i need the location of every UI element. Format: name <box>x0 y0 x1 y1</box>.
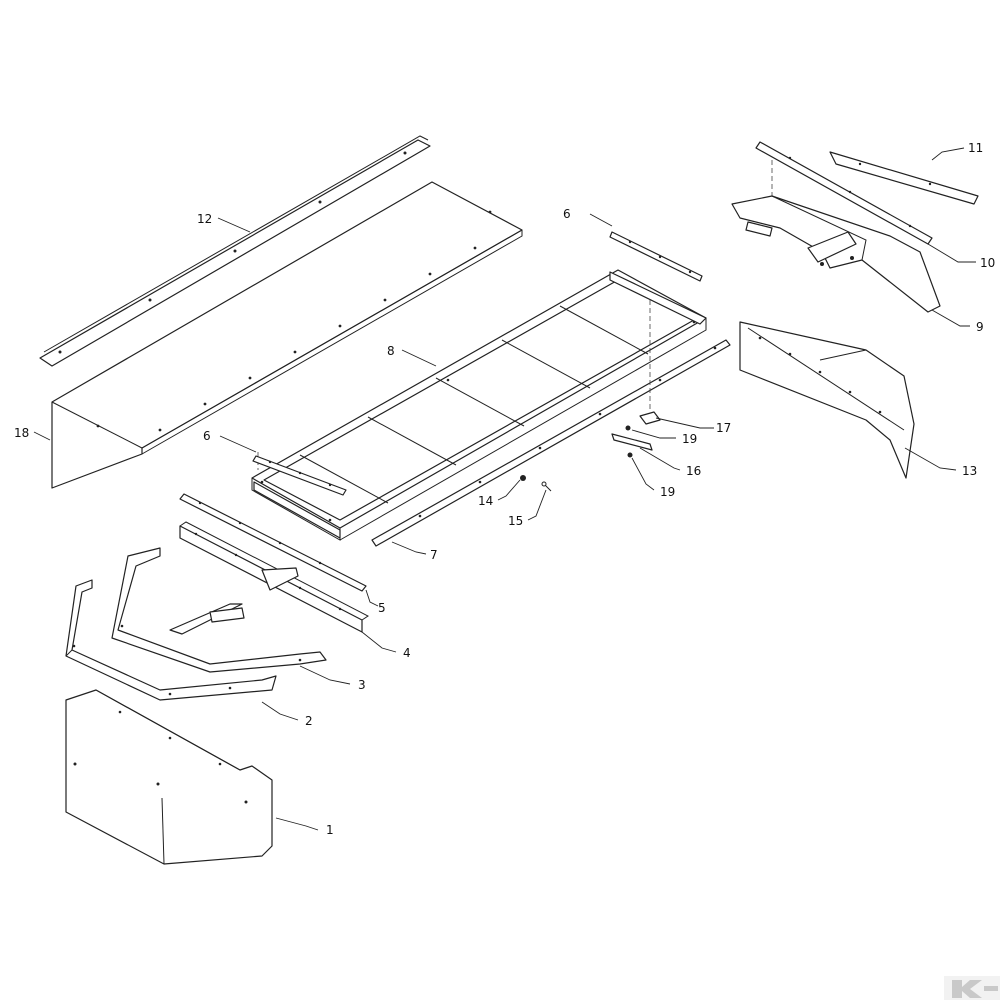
part-14-nut <box>520 475 526 481</box>
callout-18: 18 <box>14 426 29 440</box>
part-8-ladder-frame <box>251 269 707 541</box>
part-3-support-arm <box>111 547 327 673</box>
callout-19-lower: 19 <box>660 485 675 499</box>
part-5-strip <box>179 493 367 592</box>
callout-1: 1 <box>326 823 334 837</box>
part-15-bolt <box>541 481 552 492</box>
part-12-top-rail <box>39 135 431 367</box>
callout-10: 10 <box>980 256 995 270</box>
callout-14: 14 <box>478 494 493 508</box>
callout-7: 7 <box>430 548 438 562</box>
brand-logo <box>944 976 1000 1000</box>
part-6-upper-strip <box>609 231 703 282</box>
part-13-side-panel <box>739 321 915 479</box>
callout-4: 4 <box>403 646 411 660</box>
part-16-arm <box>611 425 653 458</box>
part-17-bracket <box>639 300 661 425</box>
callout-15: 15 <box>508 514 523 528</box>
callout-8: 8 <box>387 344 395 358</box>
callout-labels: 1 2 3 4 5 6 6 7 8 9 10 11 12 13 14 15 16… <box>14 141 995 837</box>
callout-11: 11 <box>968 141 983 155</box>
leader-lines <box>33 147 976 831</box>
callout-13: 13 <box>962 464 977 478</box>
callout-16: 16 <box>686 464 701 478</box>
callout-12: 12 <box>197 212 212 226</box>
callout-9: 9 <box>976 320 984 334</box>
callout-2: 2 <box>305 714 313 728</box>
part-6-lower-strip <box>252 452 347 496</box>
part-9-rear-frame <box>731 195 941 313</box>
callout-6-upper: 6 <box>563 207 571 221</box>
part-2-lower-arm <box>65 579 277 701</box>
callout-17: 17 <box>716 421 731 435</box>
part-11-upper-bar <box>829 151 979 205</box>
part-7-long-strip <box>371 339 731 547</box>
part-18-side-panel <box>51 181 523 489</box>
callout-19-upper: 19 <box>682 432 697 446</box>
callout-6-lower: 6 <box>203 429 211 443</box>
callout-5: 5 <box>378 601 386 615</box>
part-1-guard-box <box>65 689 273 865</box>
callout-3: 3 <box>358 678 366 692</box>
